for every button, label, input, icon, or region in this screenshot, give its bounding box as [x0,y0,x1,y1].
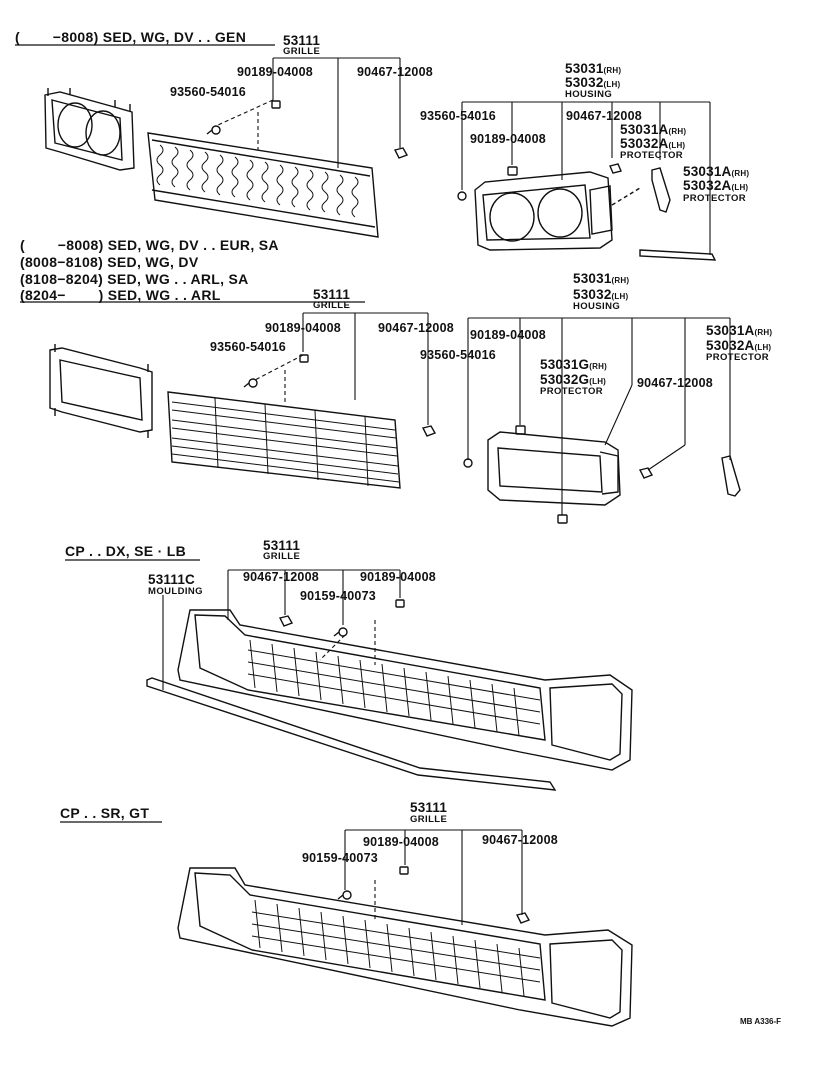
section1-header: ( −8008) SED, WG, DV . . GEN [15,29,247,45]
headlamp-bezel-1 [44,88,135,171]
clips-1 [206,100,409,159]
grille-3 [177,609,633,771]
s3-part-90189: 90189-04008 [360,570,436,584]
s2-protector-g-name: PROTECTOR [540,386,604,397]
s3-grille-number: 53111 [263,538,301,553]
housing-2 [463,425,741,524]
s1-grille-name: GRILLE [283,46,321,57]
s2-housing-rh-number: 53031 [573,271,612,286]
s3-part-90467: 90467-12008 [243,570,319,584]
s1-protector2-rh-number: 53031A [683,164,732,179]
s1-protector1-lh: 53032A(LH) [620,137,685,152]
s4-grille-name: GRILLE [410,814,448,825]
section2-header-line-2: (8008−8108) SED, WG, DV [20,254,199,270]
section2-leader-lines [254,312,731,515]
s2-housing-rh-tag: (RH) [611,276,630,285]
section3-header: CP . . DX, SE · LB [65,543,187,559]
s3-grille-name: GRILLE [263,551,301,562]
s2-housing-name: HOUSING [573,301,621,312]
s3-part-90159: 90159-40073 [300,589,376,603]
s1-right-part-93560: 93560-54016 [420,109,496,123]
s1-protector2-rh-tag: (RH) [731,169,750,178]
s2-grille-number: 53111 [313,287,351,302]
s1-protector1-rh-tag: (RH) [668,127,687,136]
s1-protector1-lh-tag: (LH) [668,141,686,150]
s3-moulding-number: 53111C [148,572,195,587]
s2-housing-rh: 53031(RH) [573,272,629,287]
s1-housing-lh-number: 53032 [565,75,604,90]
s2-protector-a-lh: 53032A(LH) [706,339,771,354]
s3-moulding-name: MOULDING [148,586,203,597]
s1-housing-rh-number: 53031 [565,61,604,76]
grille-4 [177,867,633,1027]
s1-protector2-rh: 53031A(RH) [683,165,749,180]
s2-right-part-93560: 93560-54016 [420,348,496,362]
s1-protector2-lh-tag: (LH) [731,183,749,192]
s1-part-93560: 93560-54016 [170,85,246,99]
s2-protector-a-rh-number: 53031A [706,323,755,338]
s2-right-part-90467: 90467-12008 [637,376,713,390]
s4-part-90189: 90189-04008 [363,835,439,849]
section4-leader-lines [344,829,523,925]
s1-part-90189: 90189-04008 [237,65,313,79]
s2-housing-lh-number: 53032 [573,287,612,302]
s1-housing-lh-tag: (LH) [603,80,621,89]
s2-part-90189: 90189-04008 [265,321,341,335]
housing-1 [457,163,641,251]
s1-housing-rh: 53031(RH) [565,62,621,77]
grille-2 [167,391,401,489]
moulding-strip [146,677,557,791]
s4-part-90467: 90467-12008 [482,833,558,847]
clips-2 [243,354,437,437]
s2-protector-a-lh-tag: (LH) [754,343,772,352]
s2-protector-a-rh-tag: (RH) [754,328,773,337]
s2-protector-g-rh-number: 53031G [540,357,590,372]
section2-header-line-3: (8108−8204) SED, WG . . ARL, SA [20,271,249,287]
s1-protector1-lh-number: 53032A [620,136,669,151]
section3-leader-lines [162,569,401,690]
section4-header: CP . . SR, GT [60,805,150,821]
s1-protector1-name: PROTECTOR [620,150,684,161]
s1-right-part-90189: 90189-04008 [470,132,546,146]
section2-header-line-4: (8204− ) SED, WG . . ARL [20,287,221,303]
s1-protector2-name: PROTECTOR [683,193,747,204]
section1-leader-lines [217,57,711,255]
s2-grille-name: GRILLE [313,300,351,311]
s2-protector-g-lh-tag: (LH) [589,377,607,386]
s4-grille-number: 53111 [410,800,448,815]
s1-housing-name: HOUSING [565,89,613,100]
s4-part-90159: 90159-40073 [302,851,378,865]
grille-1 [147,132,379,238]
s1-housing-lh: 53032(LH) [565,76,620,91]
s1-protector2-lh: 53032A(LH) [683,179,748,194]
s1-right-part-90467: 90467-12008 [566,109,642,123]
s2-right-part-90189: 90189-04008 [470,328,546,342]
headlamp-bezel-2 [49,344,153,438]
s2-protector-a-name: PROTECTOR [706,352,770,363]
section2-header-line-1: ( −8008) SED, WG, DV . . EUR, SA [20,237,279,253]
s1-housing-rh-tag: (RH) [603,66,622,75]
s1-part-90467: 90467-12008 [357,65,433,79]
protector-strips-1 [639,167,717,261]
s1-protector1-rh: 53031A(RH) [620,123,686,138]
footer-code: MB A336-F [740,1017,782,1026]
s1-protector2-lh-number: 53032A [683,178,732,193]
clips-3 [278,599,405,637]
s2-protector-g-lh: 53032G(LH) [540,373,606,388]
clips-4 [337,866,531,924]
s2-housing-lh-tag: (LH) [611,292,629,301]
s2-protector-g-lh-number: 53032G [540,372,590,387]
s2-protector-g-rh-tag: (RH) [589,362,607,371]
s2-housing-lh: 53032(LH) [573,288,628,303]
s1-protector1-rh-number: 53031A [620,122,669,137]
s2-part-93560: 93560-54016 [210,340,286,354]
s2-protector-a-rh: 53031A(RH) [706,324,772,339]
s2-protector-a-lh-number: 53032A [706,338,755,353]
s2-protector-g-rh: 53031G(RH) [540,358,607,373]
s2-part-90467: 90467-12008 [378,321,454,335]
s1-grille-number: 53111 [283,33,321,48]
